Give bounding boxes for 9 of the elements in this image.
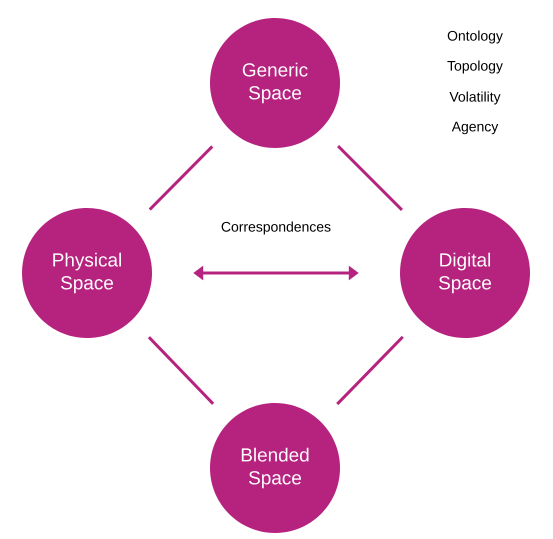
- edge-label: Correspondences: [222, 222, 331, 234]
- connector-line: [148, 145, 214, 211]
- property-label: Topology: [447, 60, 503, 74]
- connector-line: [148, 336, 214, 405]
- property-label: Ontology: [448, 30, 503, 44]
- connector-line: [337, 145, 403, 211]
- property-label: Agency: [452, 122, 498, 134]
- property-label: Volatility: [449, 92, 501, 104]
- connector-line: [336, 336, 404, 406]
